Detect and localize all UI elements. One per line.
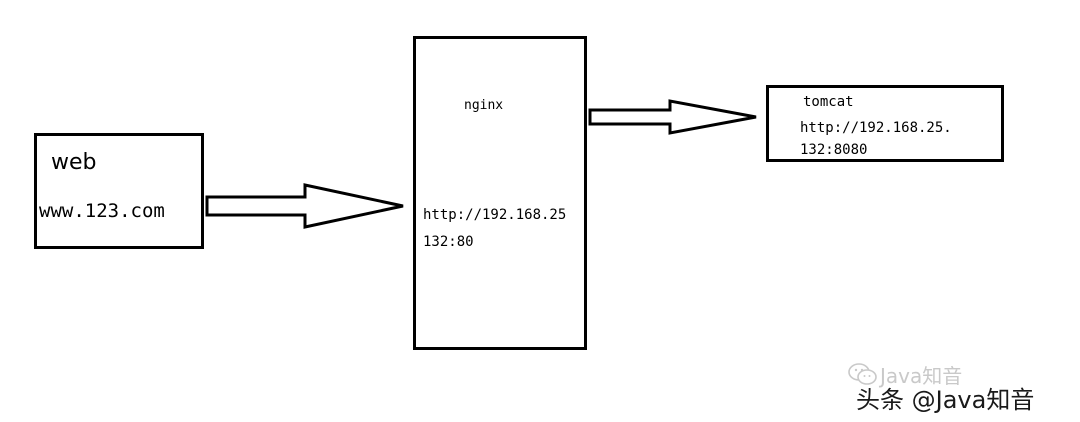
nginx-server-box: nginx http://192.168.25 132:80 [413, 36, 587, 350]
tomcat-address-line1: http://192.168.25. [800, 120, 952, 136]
web-client-host: www.123.com [39, 200, 165, 222]
watermark-faint-text: Java知音 [880, 364, 963, 388]
tomcat-address-line2: 132:8080 [800, 142, 868, 158]
wechat-icon [848, 363, 877, 385]
nginx-title: nginx [464, 98, 504, 113]
watermark-main-text: 头条 @Java知音 [856, 386, 1035, 414]
tomcat-title: tomcat [803, 94, 854, 110]
arrow-nginx-to-tomcat [588, 99, 757, 135]
web-client-title: web [51, 150, 97, 175]
tomcat-server-box: tomcat http://192.168.25. 132:8080 [766, 85, 1004, 162]
nginx-address-line1: http://192.168.25 [423, 207, 567, 223]
nginx-address-line2: 132:80 [423, 234, 474, 250]
arrow-web-to-nginx [205, 183, 404, 229]
web-client-box: web www.123.com [34, 133, 204, 249]
